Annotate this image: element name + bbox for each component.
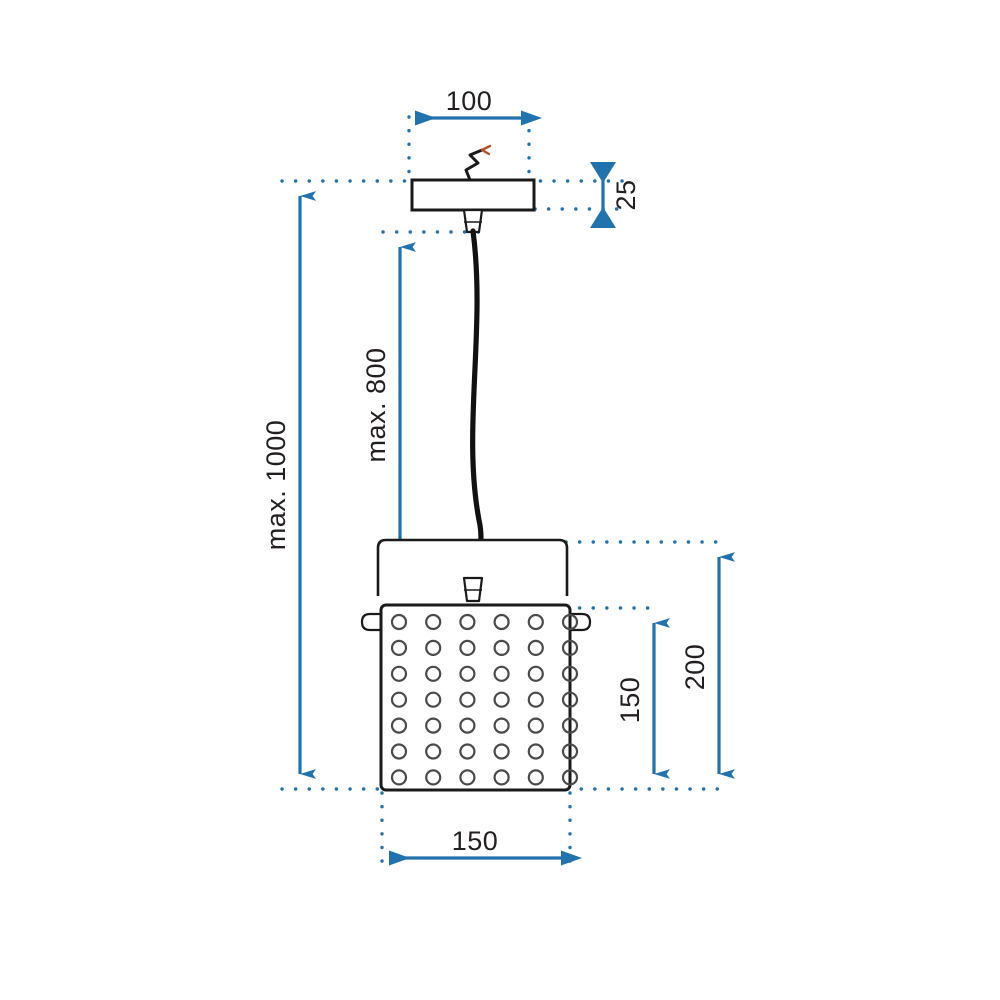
perforation-hole <box>390 639 408 657</box>
perforation-hole <box>459 613 476 631</box>
perforation-hole <box>561 639 579 657</box>
dim-label-cable-length: max. 800 <box>361 347 391 462</box>
perforation-hole <box>527 665 544 682</box>
perforation-hole <box>493 743 510 760</box>
perforation-hole <box>561 691 579 708</box>
supply-wire <box>464 148 484 182</box>
extension-lines-group <box>280 115 728 871</box>
perforation-hole <box>390 769 408 786</box>
dim-label-total-height: max. 1000 <box>261 420 291 551</box>
hanging-cable <box>470 228 484 581</box>
perforation-hole <box>561 717 579 734</box>
ceiling-canopy <box>410 178 536 212</box>
dimension-lines-group <box>298 110 735 866</box>
dim-label-shade-width: 150 <box>452 826 499 856</box>
perforation-hole <box>425 613 442 631</box>
perforation-hole <box>425 665 442 682</box>
perforation-hole <box>390 665 408 682</box>
perforation-hole <box>493 613 510 631</box>
perforation-hole <box>493 639 510 657</box>
perforation-hole <box>527 691 544 708</box>
perforation-hole <box>459 769 476 786</box>
dim-label-canopy-height: 25 <box>611 179 641 210</box>
shade-upper-section <box>376 538 569 596</box>
dim-arrow-canopy-height-top <box>590 162 616 183</box>
perforation-hole <box>459 665 476 682</box>
perforation-hole <box>390 613 408 631</box>
dim-label-shade-height: 150 <box>615 677 645 724</box>
shade-side-tab-left <box>360 612 382 632</box>
perforation-hole <box>493 665 510 682</box>
perforation-hole <box>459 717 476 734</box>
perforation-hole <box>425 743 442 760</box>
perforation-hole <box>425 639 442 657</box>
perforation-hole <box>425 769 442 786</box>
perforation-hole <box>561 743 579 760</box>
perforation-hole <box>493 691 510 708</box>
perforation-hole <box>561 769 579 786</box>
perforation-hole <box>493 769 510 786</box>
perforation-hole <box>390 691 408 708</box>
perforation-hole <box>527 639 544 657</box>
perforation-hole <box>527 717 544 734</box>
dim-arrow-canopy-height-bottom <box>590 207 616 228</box>
perforation-hole-grid <box>390 613 579 786</box>
perforation-hole <box>493 717 510 734</box>
perforation-hole <box>390 717 408 734</box>
dim-label-canopy-width: 100 <box>446 86 493 116</box>
perforation-hole <box>425 717 442 734</box>
perforation-hole <box>527 769 544 786</box>
perforation-hole <box>425 691 442 708</box>
perforation-hole <box>527 743 544 760</box>
supply-wire-tip <box>480 144 492 156</box>
perforation-hole <box>561 613 579 631</box>
cord-grip-top <box>462 208 484 234</box>
perforation-hole <box>459 639 476 657</box>
perforation-hole <box>459 691 476 708</box>
perforation-hole <box>459 743 476 760</box>
dim-label-shade-total: 200 <box>680 644 710 691</box>
perforation-hole <box>561 665 579 682</box>
perforation-hole <box>527 613 544 631</box>
perforation-hole <box>390 743 408 760</box>
